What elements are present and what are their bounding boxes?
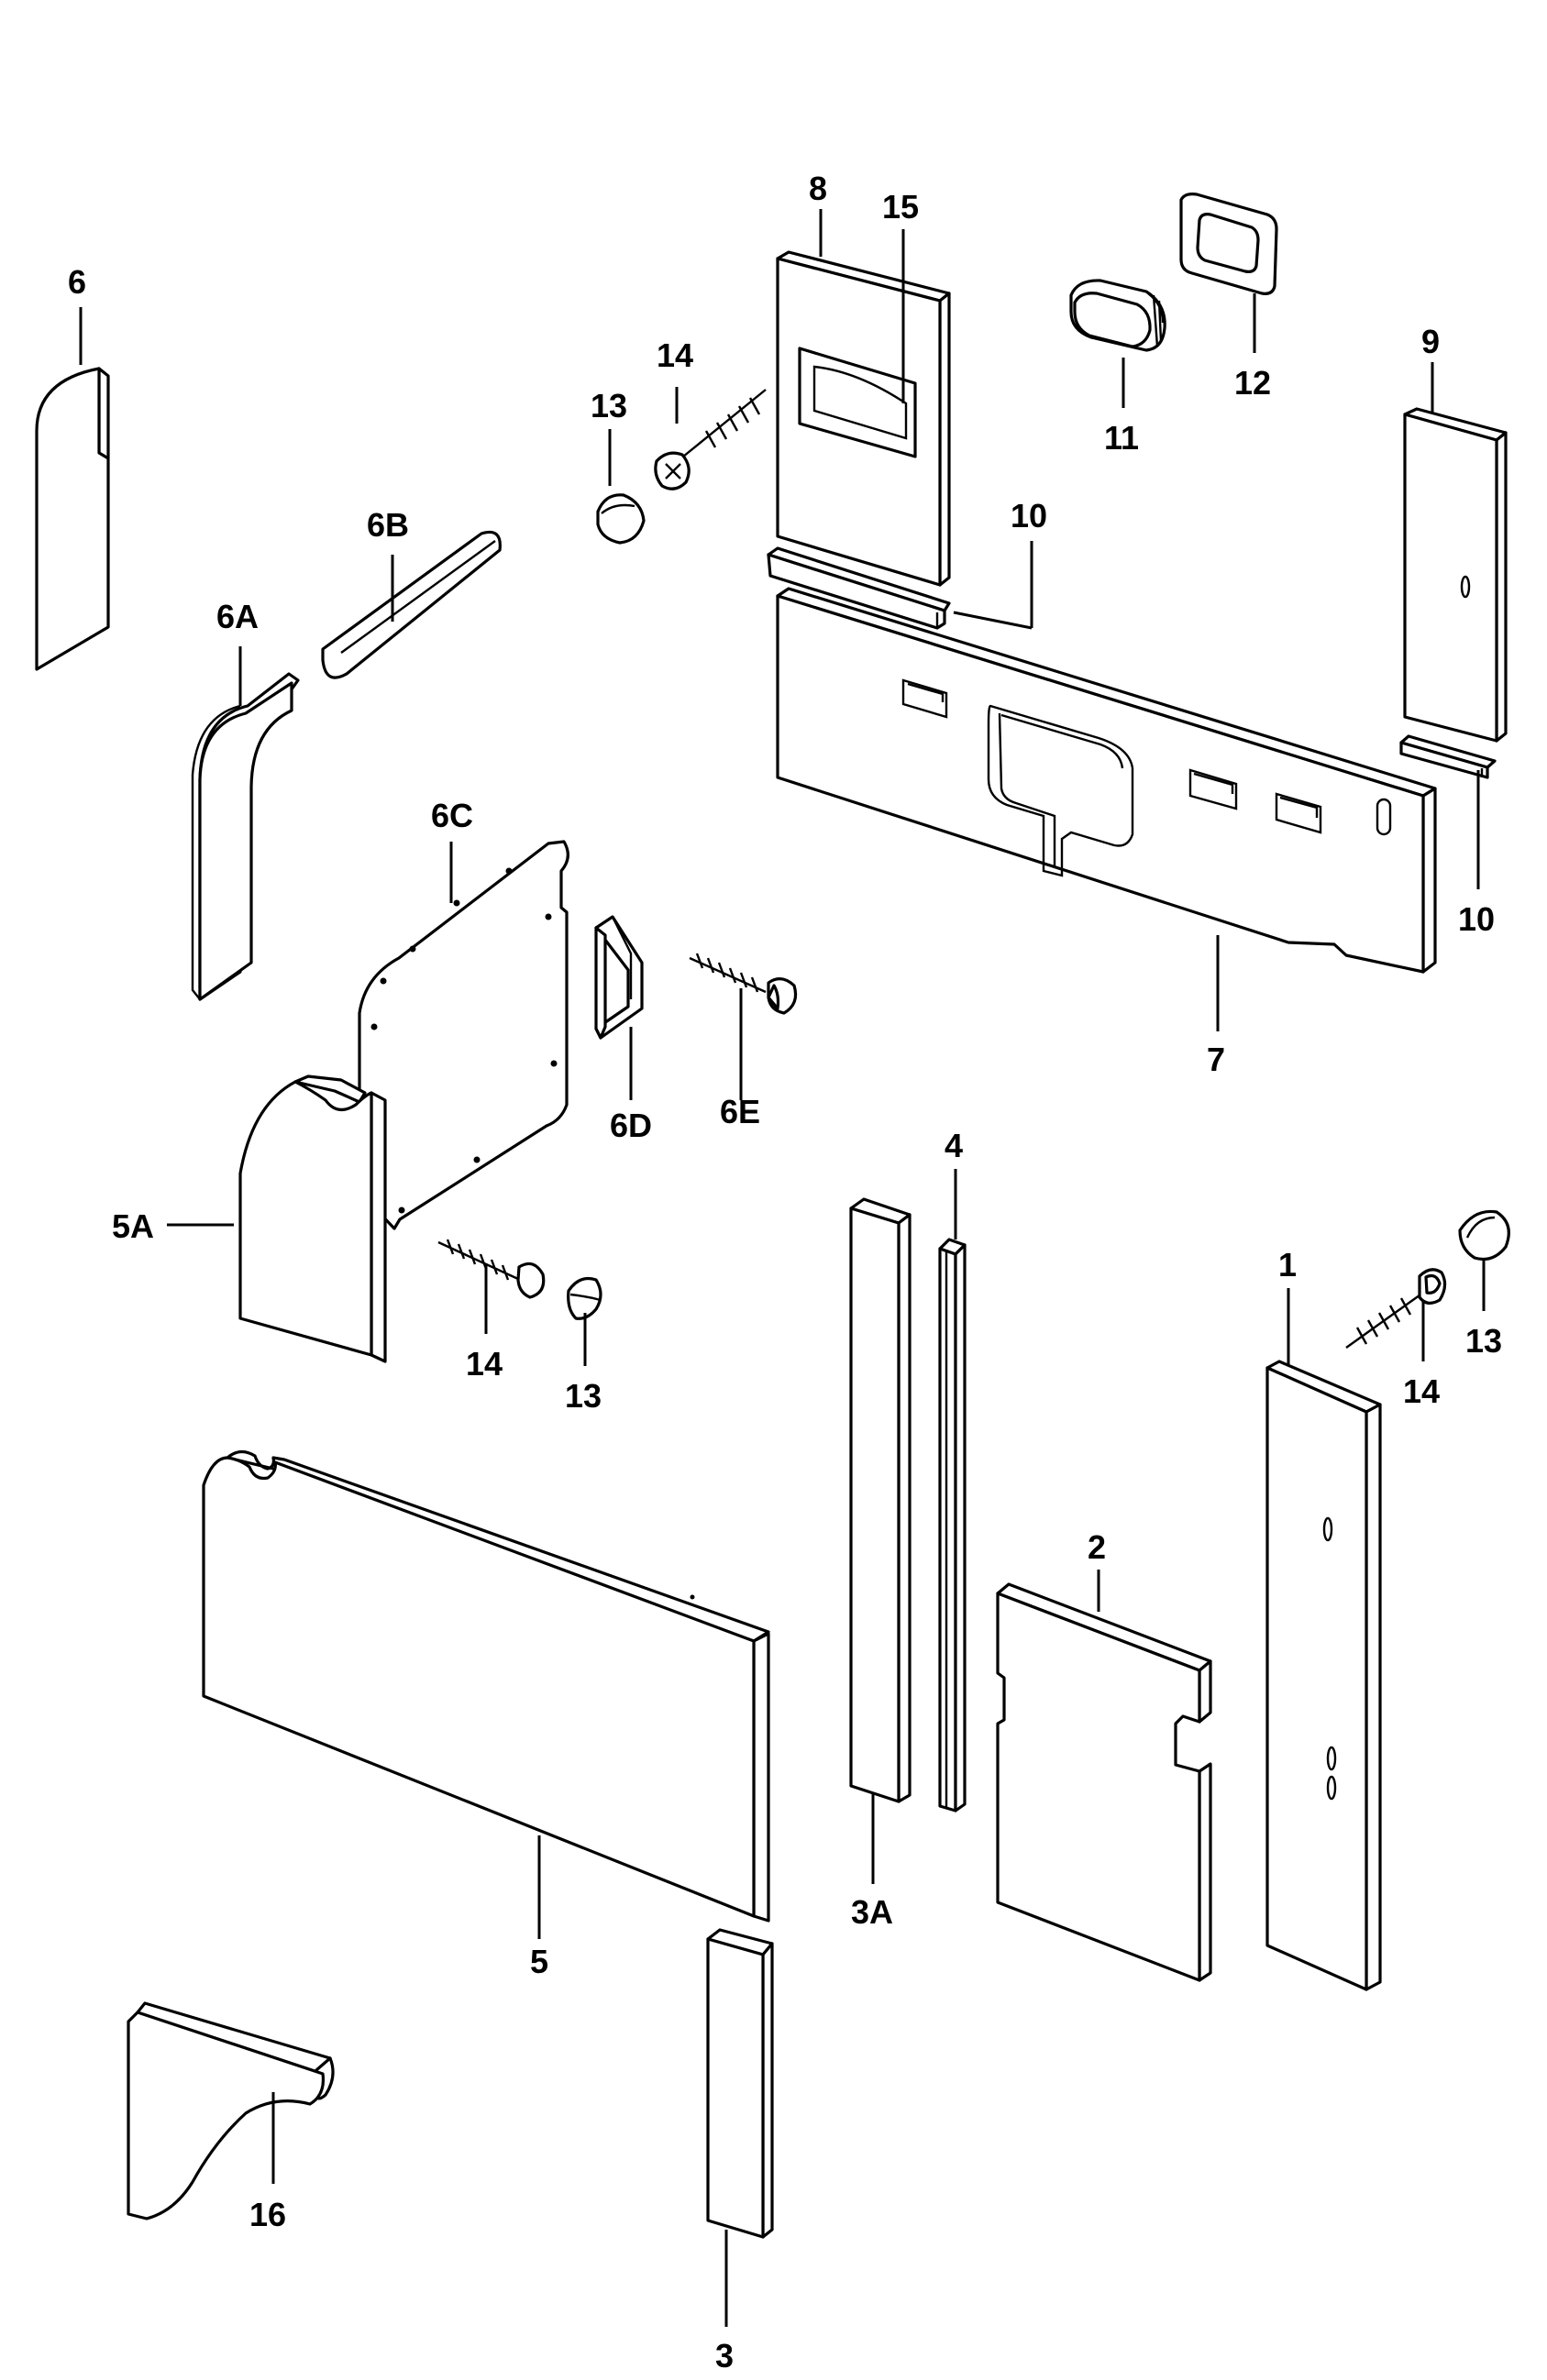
label-7: 7 [1207,1041,1225,1078]
label-8: 8 [809,170,827,207]
label-13-right: 13 [1465,1322,1502,1360]
label-10-right: 10 [1458,900,1495,938]
part-6a-curved-panel [191,672,300,1001]
label-5a: 5A [112,1207,154,1245]
label-10-top: 10 [1011,497,1047,534]
part-12-frame [1179,193,1278,295]
part-3a-strip [849,1197,912,1803]
part-6c-back-plate [358,840,569,1230]
label-14-top: 14 [657,336,693,374]
part-3-strip [706,1928,774,2239]
label-13-mid: 13 [565,1377,602,1415]
part-6b-trim-strip [321,530,502,679]
label-6a: 6A [216,598,259,635]
part-1-right-panel [1265,1360,1382,1991]
part-10-rail-top [767,546,951,630]
part-6e-screw [689,953,798,1015]
part-7-control-panel [776,587,1437,974]
label-5: 5 [530,1943,548,1980]
part-2-notched-panel [996,1582,1212,1982]
label-15: 15 [882,188,919,226]
label-6d: 6D [610,1107,652,1144]
part-6d-bracket [594,915,644,1040]
label-3a: 3A [851,1893,893,1931]
label-6: 6 [68,263,86,301]
part-14-screw-top [654,389,767,490]
label-1: 1 [1278,1246,1297,1284]
part-13-cap-mid [567,1276,602,1320]
label-2: 2 [1088,1528,1106,1566]
part-6-side-panel [35,367,110,671]
part-4-thin-strip [938,1238,967,1813]
label-16: 16 [249,2196,286,2233]
label-4: 4 [945,1127,963,1164]
part-labels: 6 6B 6A 6C 6D 6E 5A 14 13 5 16 3 3A 4 2 … [68,170,1502,2374]
label-14-mid: 14 [466,1345,503,1383]
label-13-top: 13 [591,387,627,424]
label-3: 3 [715,2337,734,2374]
label-9: 9 [1421,323,1440,360]
part-16-corner-bracket [127,2001,335,2220]
part-5-main-panel [202,1449,770,1923]
label-6b: 6B [367,506,409,544]
part-14-screw-mid [437,1239,546,1299]
label-6c: 6C [431,797,473,834]
label-6e: 6E [720,1093,760,1130]
label-12: 12 [1234,364,1271,402]
label-14-right: 14 [1403,1372,1440,1410]
part-10-rail-right [1399,734,1497,779]
part-9-narrow-panel [1403,407,1508,743]
part-11-rounded-insert [1069,279,1166,352]
part-8-door-panel [776,250,951,587]
part-5a-end-panel [238,1074,387,1363]
label-11: 11 [1104,419,1139,457]
part-13-cap-top [596,493,646,545]
part-13-cap-right [1458,1209,1510,1262]
part-14-screw-right [1345,1268,1447,1349]
part-15-window [798,347,917,458]
leader-lines [79,209,1486,2327]
